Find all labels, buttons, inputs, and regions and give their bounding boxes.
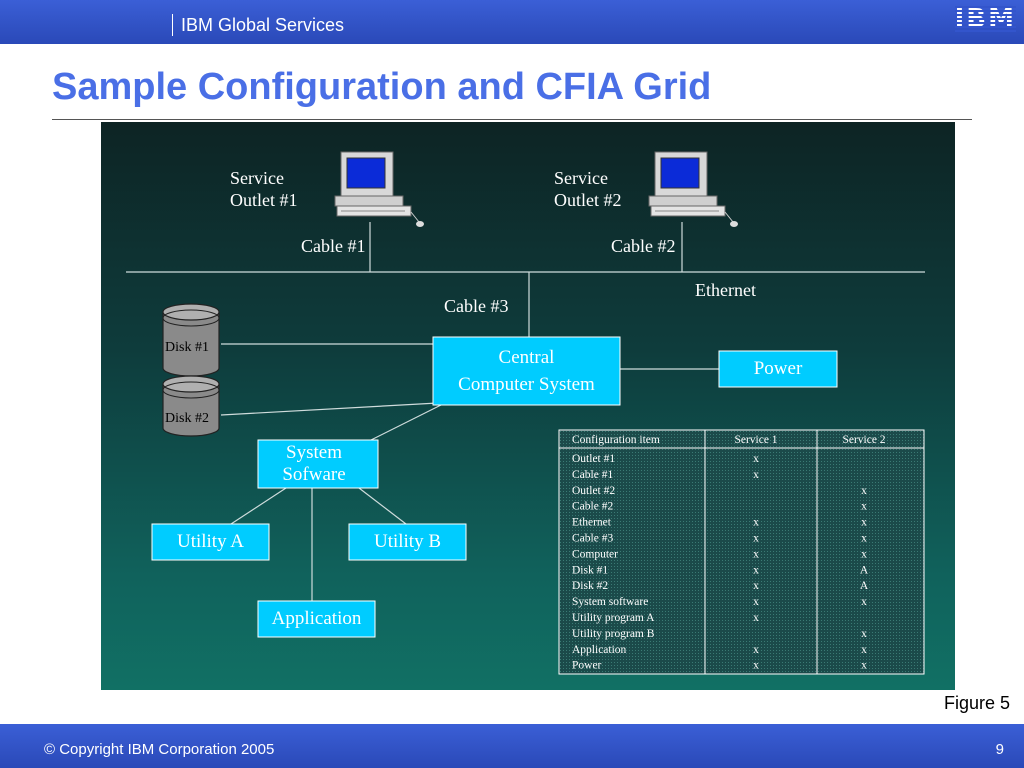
- header-org-name: IBM Global Services: [181, 15, 345, 35]
- disk-2-label: Disk #2: [165, 411, 209, 426]
- disk-1-label: Disk #1: [165, 340, 209, 355]
- ethernet-label: Ethernet: [695, 280, 756, 300]
- table-header-item: Configuration item: [572, 434, 660, 446]
- table-cell-item: Cable #3: [572, 533, 613, 545]
- table-cell-service-1: x: [753, 469, 759, 481]
- ibm-logo-icon: IBM: [954, 4, 1016, 34]
- disk-icon: Disk #2: [162, 375, 220, 437]
- utility-b-label: Utility B: [374, 531, 441, 552]
- cable-3-label: Cable #3: [444, 296, 509, 316]
- utility-b-box: Utility B: [348, 523, 467, 561]
- system-software-box: System Sofware: [257, 439, 379, 489]
- table-cell-item: Computer: [572, 548, 618, 560]
- table-cell-item: Disk #1: [572, 564, 608, 576]
- table-cell-item: Ethernet: [572, 517, 612, 529]
- table-cell-item: Disk #2: [572, 580, 608, 592]
- table-cell-service-2: x: [861, 485, 867, 497]
- system-software-line2: Sofware: [282, 464, 345, 485]
- application-label: Application: [272, 608, 362, 629]
- utility-a-box: Utility A: [151, 523, 270, 561]
- table-cell-service-1: x: [753, 517, 759, 529]
- table-cell-item: System software: [572, 596, 648, 608]
- diagram-canvas: Service Outlet #1 Service Outlet #2 Cabl…: [126, 151, 925, 675]
- table-cell-service-2: x: [861, 644, 867, 656]
- table-header-service-2: Service 2: [842, 434, 885, 446]
- table-cell-item: Cable #1: [572, 469, 613, 481]
- system-software-line1: System: [286, 442, 342, 463]
- connection-lines: [126, 222, 925, 601]
- header-separator: [172, 14, 173, 36]
- table-cell-service-2: x: [861, 596, 867, 608]
- software-line: [370, 404, 442, 441]
- disk-2-line: [220, 401, 457, 416]
- table-cell-item: Outlet #2: [572, 485, 615, 497]
- table-cell-service-2: A: [860, 580, 869, 592]
- table-cell-item: Utility program A: [572, 612, 655, 624]
- figure-caption: Figure 5: [943, 693, 1010, 713]
- disk-icon: Disk #1: [162, 303, 220, 377]
- title-divider: [52, 119, 972, 120]
- table-cell-service-2: x: [861, 548, 867, 560]
- page-number: 9: [995, 741, 1004, 758]
- utility-a-label: Utility A: [177, 531, 244, 552]
- table-cell-service-1: x: [753, 580, 759, 592]
- table-cell-service-2: x: [861, 660, 867, 672]
- power-box-label: Power: [754, 358, 803, 379]
- cfia-grid-table: Configuration item Service 1 Service 2 O…: [558, 429, 925, 675]
- service-outlet-1-label: Service: [230, 168, 284, 188]
- table-cell-service-1: x: [753, 596, 759, 608]
- header-bar: IBM Global Services IBM: [0, 0, 1024, 44]
- table-cell-item: Utility program B: [572, 628, 655, 640]
- central-box-line1: Central: [499, 347, 555, 368]
- configuration-diagram: Service Outlet #1 Service Outlet #2 Cabl…: [101, 122, 955, 690]
- table-cell-service-2: A: [860, 564, 869, 576]
- service-outlet-1-label-line2: Outlet #1: [230, 190, 298, 210]
- utility-b-line: [358, 487, 407, 525]
- table-cell-service-1: x: [753, 660, 759, 672]
- power-box: Power: [718, 350, 838, 388]
- central-computer-box: Central Computer System: [432, 336, 621, 406]
- computer-icon: [648, 151, 738, 227]
- utility-a-line: [230, 487, 287, 525]
- copyright-text: © Copyright IBM Corporation 2005: [44, 741, 275, 758]
- table-cell-item: Cable #2: [572, 501, 613, 513]
- table-cell-service-1: x: [753, 564, 759, 576]
- cable-1-label: Cable #1: [301, 236, 366, 256]
- application-box: Application: [257, 600, 376, 638]
- footer-bar: © Copyright IBM Corporation 2005 9: [0, 724, 1024, 768]
- table-header-service-1: Service 1: [734, 434, 777, 446]
- computer-icon: [334, 151, 424, 227]
- table-cell-item: Outlet #1: [572, 453, 615, 465]
- table-cell-service-2: x: [861, 533, 867, 545]
- table-cell-service-2: x: [861, 517, 867, 529]
- table-cell-service-1: x: [753, 548, 759, 560]
- table-cell-item: Application: [572, 644, 627, 656]
- table-cell-service-1: x: [753, 612, 759, 624]
- page-title: Sample Configuration and CFIA Grid: [52, 66, 712, 108]
- table-cell-service-1: x: [753, 644, 759, 656]
- service-outlet-2-label-line2: Outlet #2: [554, 190, 622, 210]
- table-cell-service-2: x: [861, 628, 867, 640]
- table-cell-service-1: x: [753, 453, 759, 465]
- cable-2-label: Cable #2: [611, 236, 676, 256]
- table-cell-service-1: x: [753, 533, 759, 545]
- table-cell-item: Power: [572, 660, 602, 672]
- table-cell-service-2: x: [861, 501, 867, 513]
- service-outlet-2-label: Service: [554, 168, 608, 188]
- central-box-line2: Computer System: [458, 374, 595, 395]
